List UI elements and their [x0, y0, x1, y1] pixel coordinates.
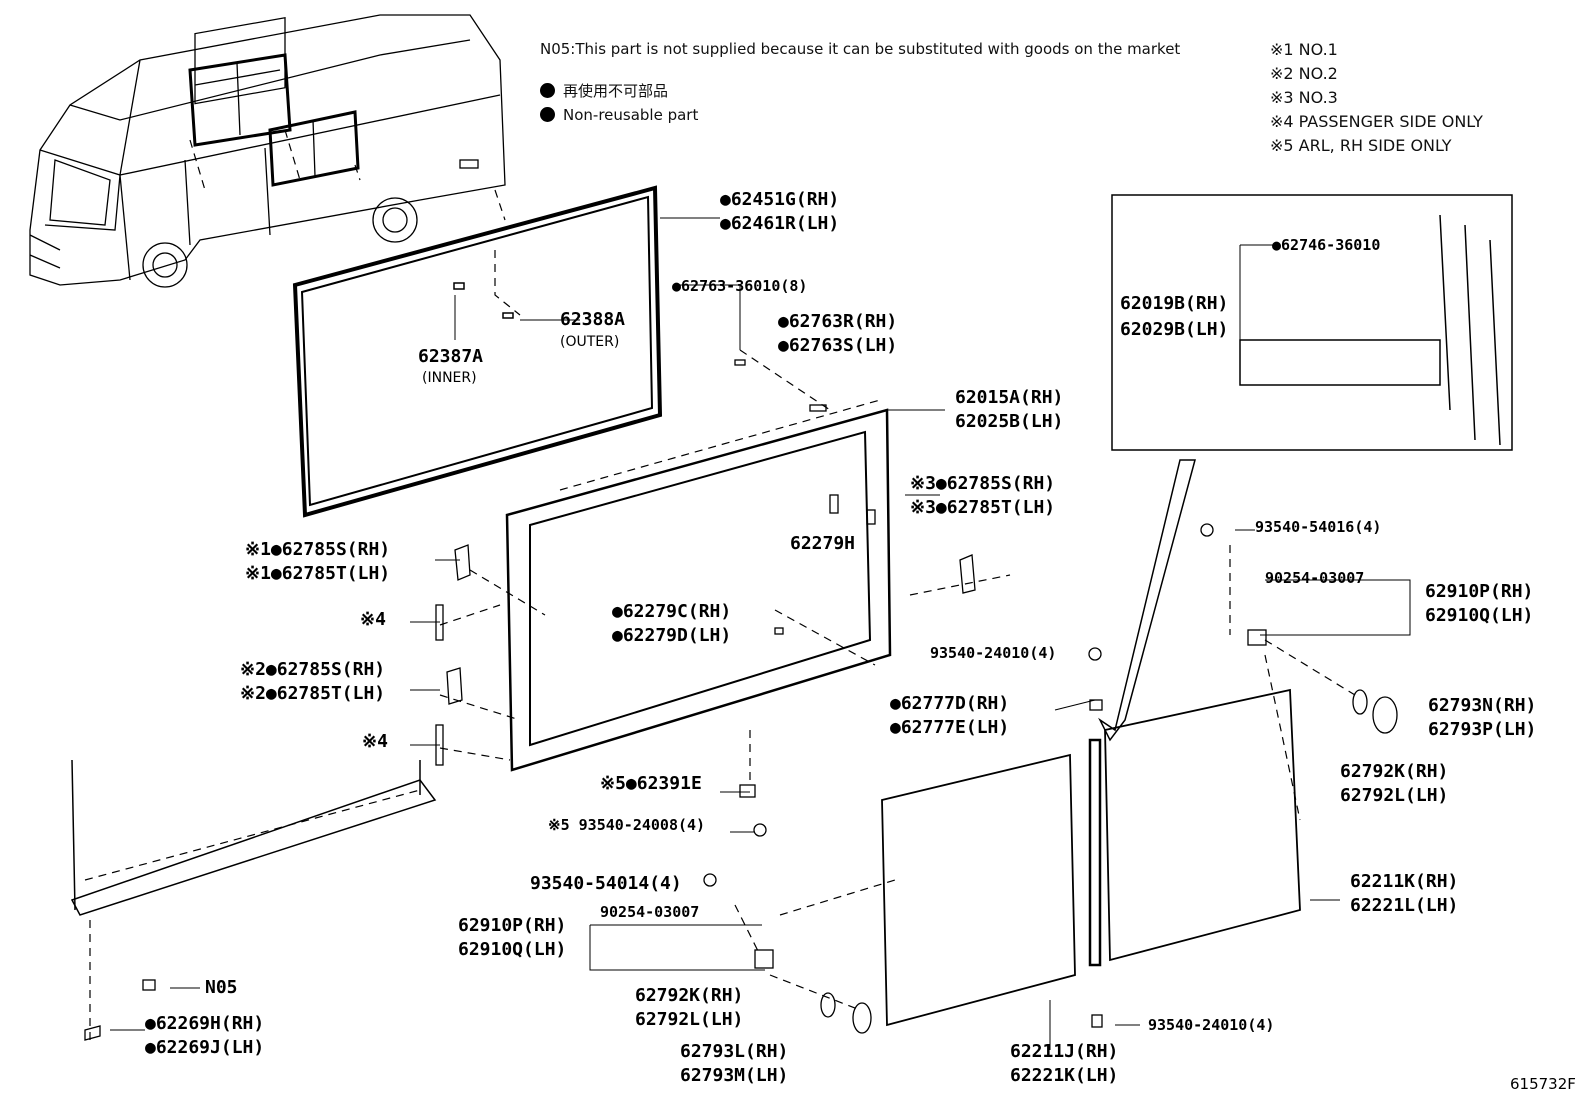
part-label: ●62746-36010 — [1272, 236, 1381, 254]
part-label: ●62279D(LH) — [612, 625, 732, 646]
part-sublabel: (OUTER) — [560, 334, 620, 350]
part-label: 62019B(RH) — [1120, 293, 1229, 314]
part-label: 62910P(RH) — [458, 915, 567, 936]
n05-note: N05:This part is not supplied because it… — [540, 40, 1181, 58]
part-label: 93540-54016(4) — [1255, 518, 1382, 536]
part-label: 93540-24010(4) — [930, 644, 1057, 662]
part-label: ●62269H(RH) — [145, 1013, 265, 1034]
part-label: 62388A — [560, 309, 626, 330]
note-1: ※1 NO.1 — [1270, 40, 1338, 59]
part-label: 62211K(RH) — [1350, 871, 1459, 892]
part-label: 62793L(RH) — [680, 1041, 789, 1062]
part-label: ※3●62785T(LH) — [910, 497, 1056, 518]
part-label: 62910P(RH) — [1425, 581, 1534, 602]
part-label: ※3●62785S(RH) — [910, 473, 1056, 494]
glass-62211K — [1104, 688, 1301, 962]
part-label: N05 — [205, 977, 238, 998]
part-label: 62211J(RH) — [1010, 1041, 1119, 1062]
illustration-code: 615732F — [1510, 1075, 1576, 1093]
part-label: 62029B(LH) — [1120, 319, 1229, 340]
note-4: ※4 PASSENGER SIDE ONLY — [1270, 112, 1483, 131]
note-2: ※2 NO.2 — [1270, 64, 1338, 83]
part-label: ※5 93540-24008(4) — [548, 816, 706, 834]
part-label: 90254-03007 — [1265, 569, 1365, 587]
note-5: ※5 ARL, RH SIDE ONLY — [1270, 136, 1452, 155]
part-sublabel: (INNER) — [422, 370, 477, 386]
note-3: ※3 NO.3 — [1270, 88, 1338, 107]
part-label: ●62279C(RH) — [612, 601, 732, 622]
part-label: ※2●62785T(LH) — [240, 683, 386, 704]
part-label: 93540-54014(4) — [530, 873, 682, 894]
part-label: 62792L(LH) — [1340, 785, 1449, 806]
part-label: ※4 — [360, 609, 386, 630]
part-label: 62279H — [790, 533, 856, 554]
non-reusable-dot-icon — [540, 83, 555, 98]
vehicle-illustration — [29, 14, 506, 288]
legend-jp: 再使用不可部品 — [540, 80, 668, 101]
part-label: 62910Q(LH) — [458, 939, 567, 960]
part-label: 62792K(RH) — [635, 985, 744, 1006]
part-label: 62792L(LH) — [635, 1009, 744, 1030]
part-label: ※4 — [362, 731, 388, 752]
part-label: 62910Q(LH) — [1425, 605, 1534, 626]
part-label: ●62269J(LH) — [145, 1037, 265, 1058]
part-label: 62387A — [418, 346, 484, 367]
part-label: 62793N(RH) — [1428, 695, 1537, 716]
part-label: 93540-24010(4) — [1148, 1016, 1275, 1034]
part-label: ●62777D(RH) — [890, 693, 1010, 714]
part-label: 62221L(LH) — [1350, 895, 1459, 916]
part-label: 62792K(RH) — [1340, 761, 1449, 782]
sill-panel — [70, 759, 437, 916]
non-reusable-dot-icon — [540, 107, 555, 122]
part-label: ●62763R(RH) — [778, 311, 898, 332]
part-label: 62025B(LH) — [955, 411, 1064, 432]
detail-box — [1111, 194, 1513, 451]
weatherstrip-62451G — [292, 185, 663, 518]
legend-jp-text: 再使用不可部品 — [563, 82, 669, 100]
legend-en: Non-reusable part — [540, 106, 698, 124]
part-label: ※5●62391E — [600, 773, 702, 794]
part-label: ●62461R(LH) — [720, 213, 840, 234]
frame-62015A — [505, 408, 892, 772]
legend-en-text: Non-reusable part — [563, 106, 699, 124]
glass-62211J — [881, 753, 1076, 1027]
part-label: 62221K(LH) — [1010, 1065, 1119, 1086]
part-label: ●62763-36010(8) — [672, 277, 808, 295]
part-label: ※1●62785S(RH) — [245, 539, 391, 560]
part-label: ●62777E(LH) — [890, 717, 1010, 738]
part-label: ●62451G(RH) — [720, 189, 840, 210]
part-label: ※2●62785S(RH) — [240, 659, 386, 680]
part-label: 62793P(LH) — [1428, 719, 1537, 740]
part-label: 62015A(RH) — [955, 387, 1064, 408]
part-label: ※1●62785T(LH) — [245, 563, 391, 584]
part-label: 62793M(LH) — [680, 1065, 789, 1086]
part-label: ●62763S(LH) — [778, 335, 898, 356]
part-label: 90254-03007 — [600, 903, 700, 921]
